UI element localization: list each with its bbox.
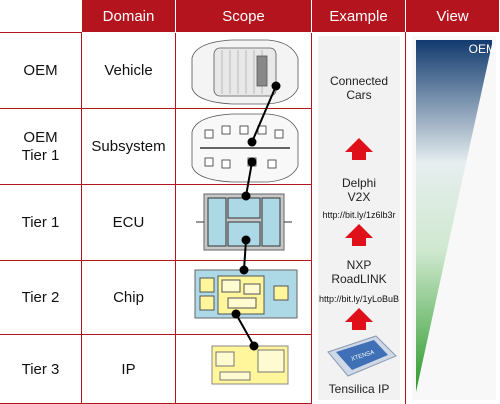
example-panel	[318, 36, 400, 400]
tensilica-chip-image: XTENSA	[327, 335, 397, 377]
header-view: View	[406, 0, 500, 32]
tensilica-text: Tensilica IP	[328, 382, 390, 396]
scope-cell-vehicle	[176, 33, 312, 109]
domain-cell-ip: IP	[82, 335, 176, 404]
delphi-text: Delphi V2X	[341, 176, 377, 204]
tier-cell-tier2: Tier 2	[0, 261, 82, 335]
domain-cell-ecu: ECU	[82, 185, 176, 261]
scope-cell-ecu	[176, 185, 312, 261]
tier-column-top-border	[0, 32, 82, 33]
tier-cell-tier3: Tier 3	[0, 335, 82, 404]
view-gradient-wedge	[412, 36, 496, 400]
domain-cell-vehicle: Vehicle	[82, 33, 176, 109]
tier-cell-oem: OEM	[0, 33, 82, 109]
domain-cell-chip: Chip	[82, 261, 176, 335]
header-domain: Domain	[82, 0, 176, 32]
scope-cell-chip	[176, 261, 312, 335]
scope-cell-subsystem	[176, 109, 312, 185]
view-oem-label: OEM	[468, 42, 496, 56]
header-example: Example	[312, 0, 406, 32]
nxp-text: NXP RoadLINK	[331, 258, 387, 286]
header-scope: Scope	[176, 0, 312, 32]
scope-cell-ip	[176, 335, 312, 404]
nxp-url-link[interactable]: http://bit.ly/1yLoBuB	[318, 294, 400, 304]
connected-cars-text: Connected Cars	[329, 74, 389, 102]
domain-cell-subsystem: Subsystem	[82, 109, 176, 185]
tier-cell-tier1: Tier 1	[0, 185, 82, 261]
delphi-url-link[interactable]: http://bit.ly/1z6lb3r	[322, 210, 396, 220]
tier-cell-oem-tier1: OEM Tier 1	[0, 109, 82, 185]
